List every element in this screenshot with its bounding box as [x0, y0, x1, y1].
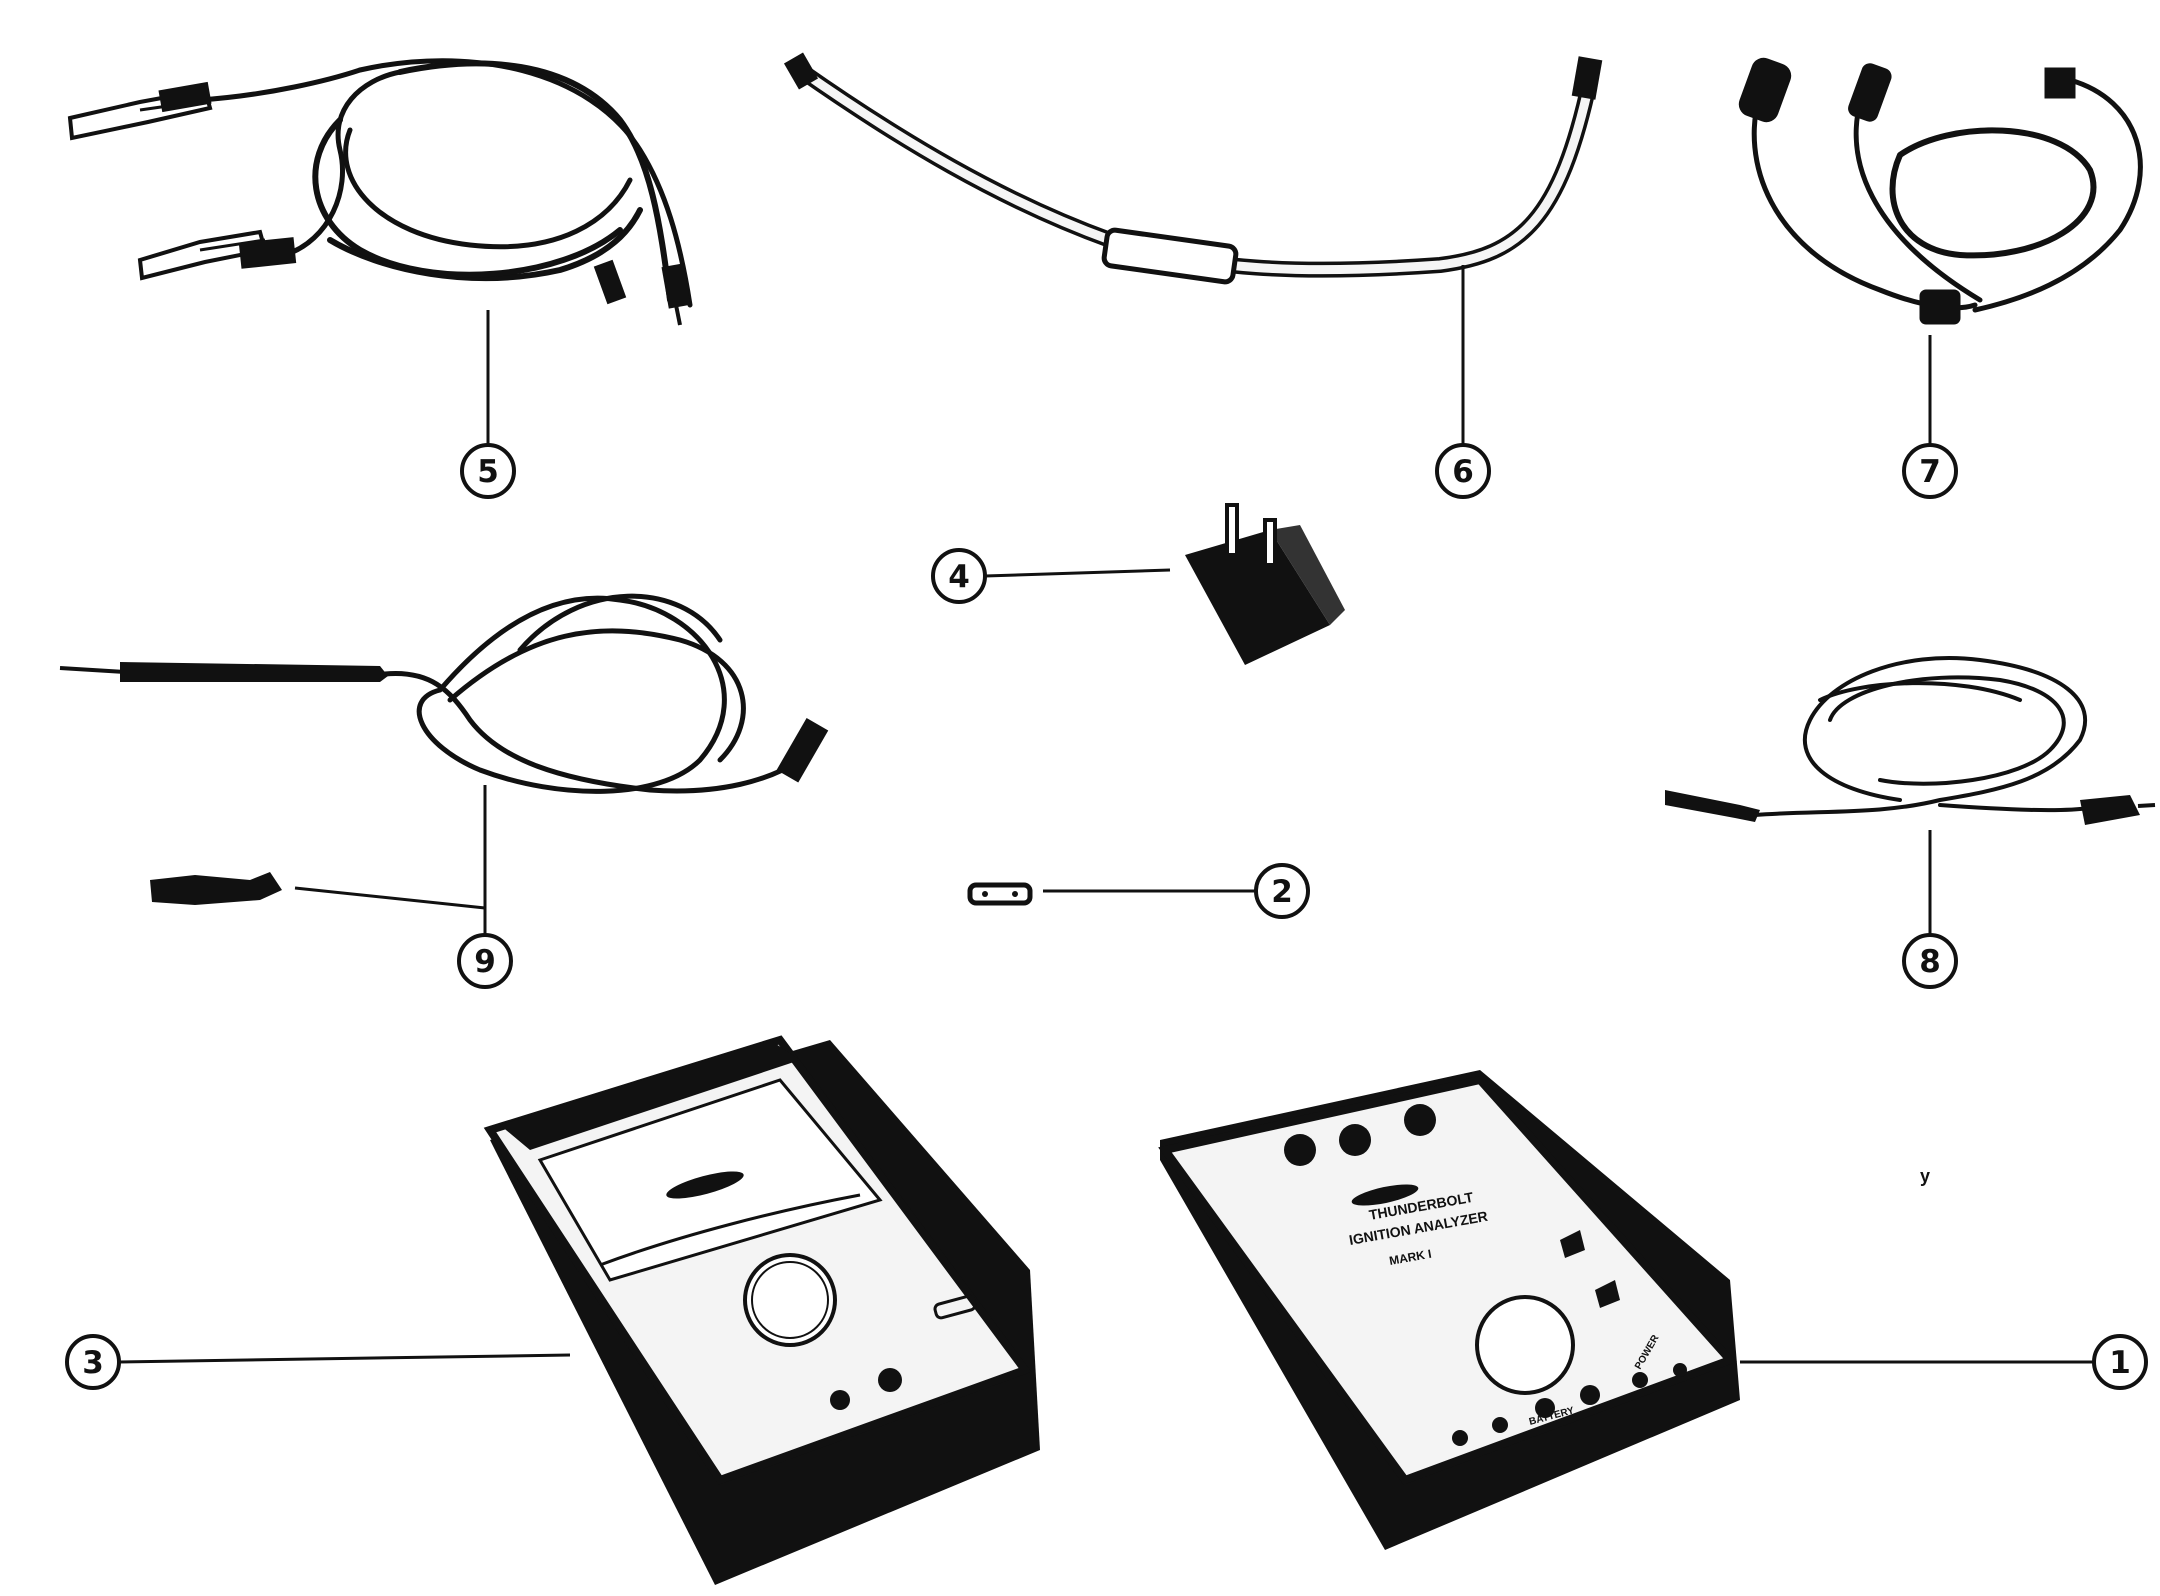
- alligator-clip: [67, 81, 213, 141]
- clip-lead-set: [197, 58, 693, 308]
- callout-3: 3: [65, 1334, 121, 1390]
- inductive-pickup-lead: [783, 52, 1603, 285]
- callout-9: 9: [457, 933, 513, 989]
- callout-8: 8: [1902, 933, 1958, 989]
- callout-6: 6: [1435, 443, 1491, 499]
- stray-mark: y: [1920, 1166, 1930, 1186]
- leader-lines: [118, 265, 2094, 1364]
- callout-9-number: 9: [474, 944, 496, 980]
- y-adapter-cable: [1738, 57, 2143, 325]
- extension-lead: [1665, 656, 2156, 825]
- callout-2-number: 2: [1271, 874, 1293, 910]
- callout-7: 7: [1902, 443, 1958, 499]
- callout-3-number: 3: [82, 1345, 104, 1381]
- ac-adapter: [1185, 503, 1345, 665]
- callout-5: 5: [460, 443, 516, 499]
- callout-5-number: 5: [477, 454, 499, 490]
- alligator-clip: [137, 229, 297, 281]
- callout-2: 2: [1254, 863, 1310, 919]
- banana-plug: [593, 259, 691, 326]
- test-probe-and-clip: [59, 593, 829, 905]
- callout-6-number: 6: [1452, 454, 1474, 490]
- callout-4-number: 4: [948, 559, 970, 595]
- callout-4: 4: [931, 548, 987, 604]
- ignition-analyzer: THUNDERBOLT IGNITION ANALYZER MARK I BAT…: [1158, 1070, 1740, 1550]
- callout-8-number: 8: [1919, 944, 1941, 980]
- callout-1-number: 1: [2109, 1345, 2131, 1381]
- callout-7-number: 7: [1919, 454, 1941, 490]
- callout-1: 1: [2092, 1334, 2148, 1390]
- connector-pin: [967, 882, 1033, 906]
- multimeter: [483, 1035, 1040, 1585]
